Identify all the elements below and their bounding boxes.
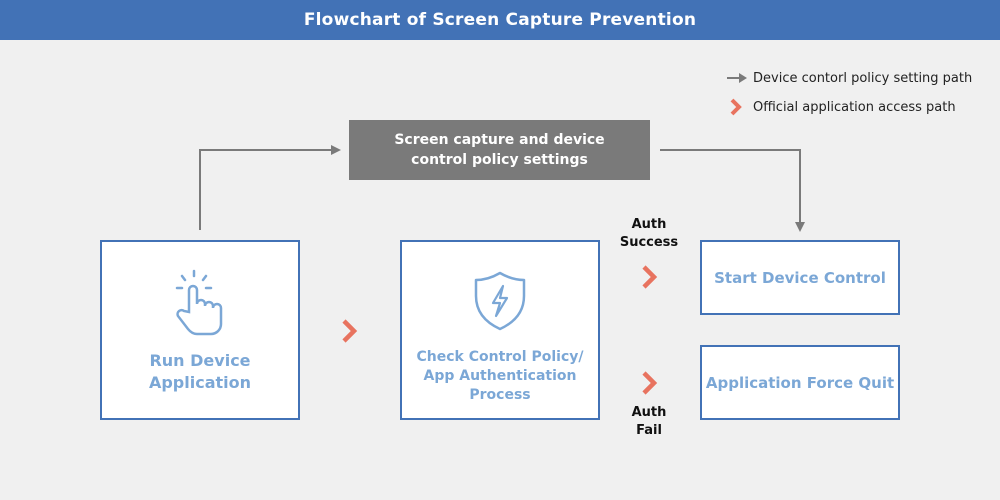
legend-item-gray-path: Device contorl policy setting path — [727, 68, 972, 88]
run-device-node: Run Device Application — [100, 240, 300, 420]
red-chevron-icon — [340, 318, 362, 348]
force-quit-node: Application Force Quit — [700, 345, 900, 420]
force-quit-label: Application Force Quit — [705, 373, 895, 392]
legend-item-red-path: Official application access path — [727, 97, 972, 117]
auth-fail-label: Auth Fail — [631, 405, 667, 438]
start-device-control-label: Start Device Control — [714, 268, 886, 287]
diagram-title: Flowchart of Screen Capture Prevention — [0, 0, 1000, 40]
legend-gray-path-label: Device contorl policy setting path — [753, 70, 973, 86]
auth-success-label: Auth Success — [619, 217, 679, 250]
settings-outbound-connector — [660, 149, 805, 232]
gray-arrow-icon — [727, 72, 753, 84]
run-device-label: Run Device Application — [148, 351, 252, 392]
start-device-control-node: Start Device Control — [700, 240, 900, 315]
red-chevron-icon — [727, 98, 753, 116]
legend-red-path-label: Official application access path — [753, 99, 956, 115]
policy-settings-box: Screen capture and device control policy… — [349, 120, 650, 180]
check-policy-node: Check Control Policy/ App Authentication… — [400, 240, 600, 420]
legend: Device contorl policy setting path Offic… — [727, 68, 972, 126]
check-policy-label: Check Control Policy/ App Authentication… — [416, 349, 584, 403]
policy-settings-label: Screen capture and device control policy… — [394, 132, 605, 168]
settings-inbound-connector — [199, 145, 341, 230]
tap-hand-icon — [172, 268, 232, 344]
shield-lightning-icon — [472, 270, 528, 336]
red-chevron-icon — [640, 264, 662, 294]
red-chevron-icon — [640, 370, 662, 400]
